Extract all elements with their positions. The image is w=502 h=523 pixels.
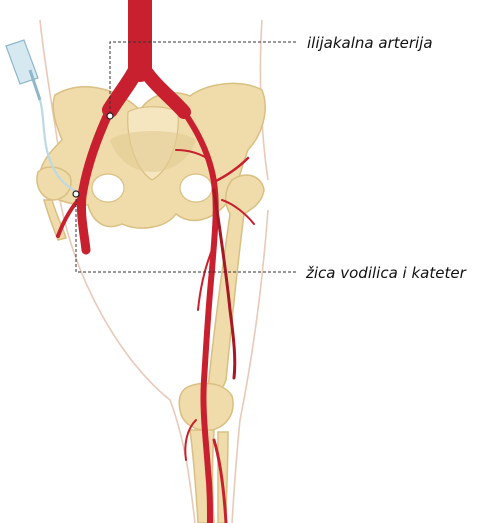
catheter-marker bbox=[73, 191, 79, 197]
label-iliac-artery: ilijakalna arterija bbox=[307, 36, 433, 51]
label-guidewire-catheter: žica vodilica i kateter bbox=[306, 266, 466, 281]
artery-marker bbox=[107, 113, 113, 119]
